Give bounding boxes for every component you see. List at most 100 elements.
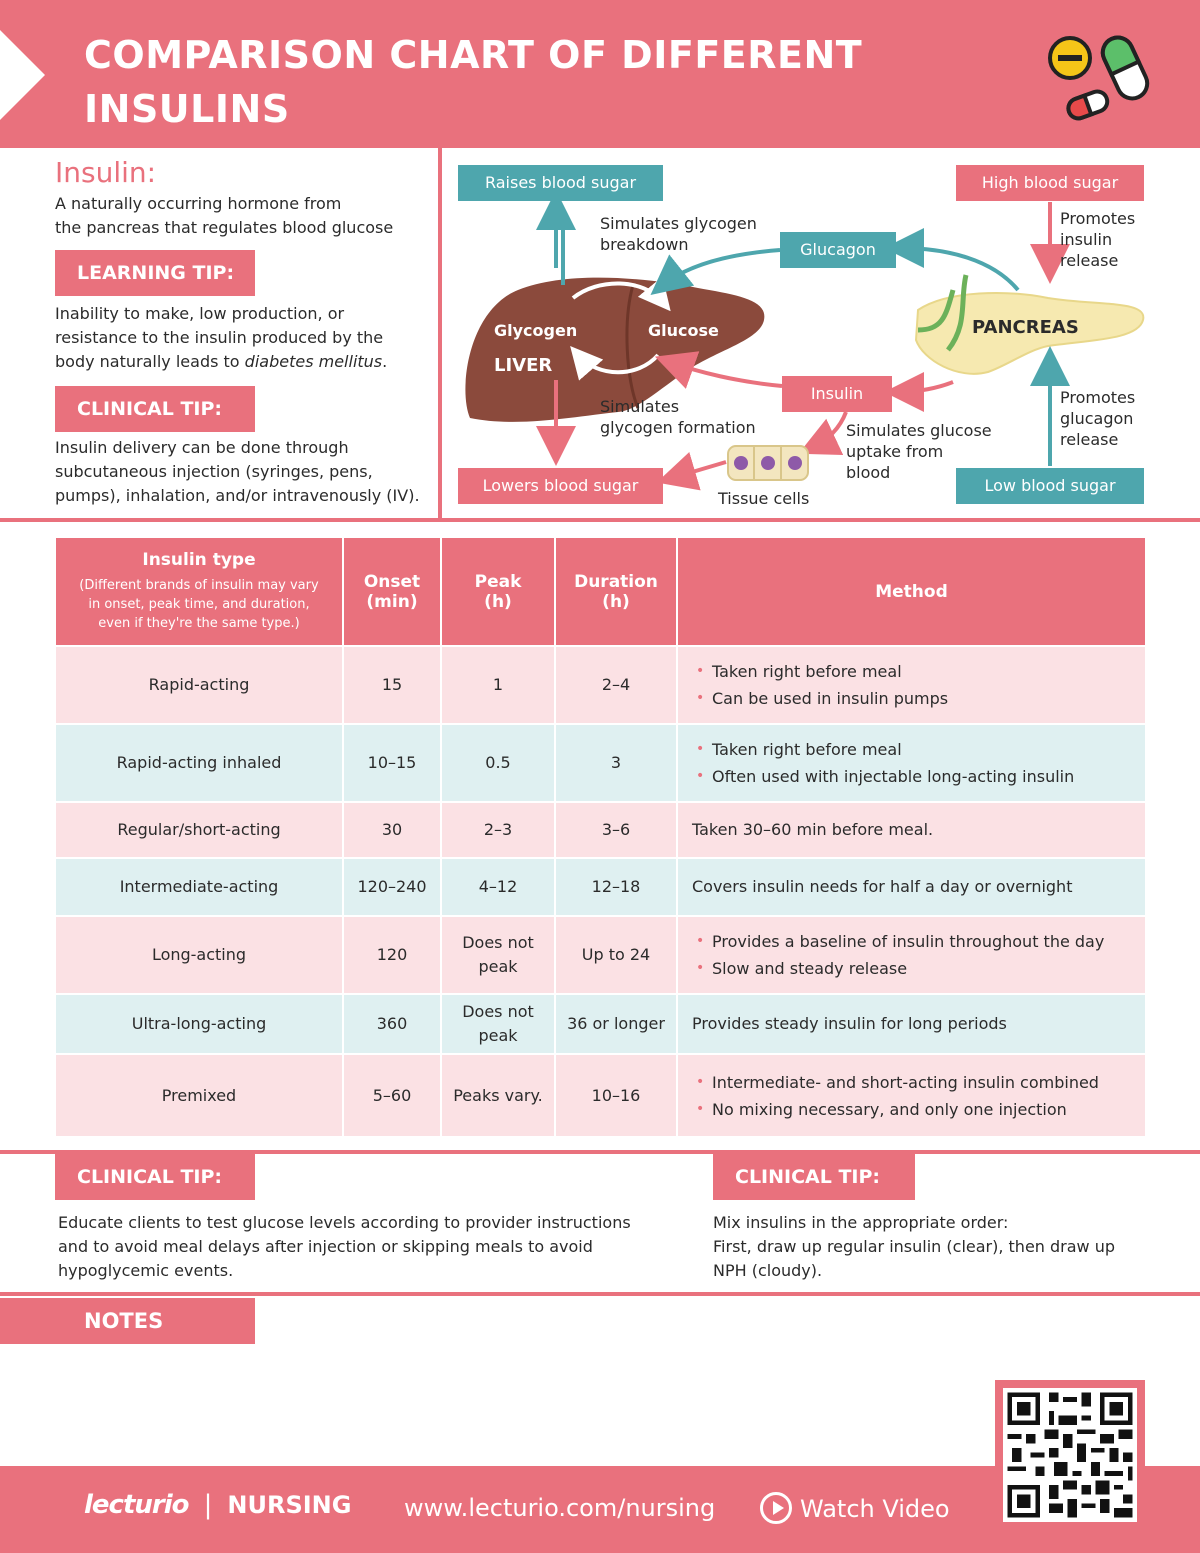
arrow-icon [0,30,45,120]
simulates-formation-label: Simulates glycogen formation [600,396,756,438]
glucose-label: Glucose [648,321,719,340]
method-bullet: Intermediate- and short-acting insulin c… [692,1069,1139,1096]
label-line: Simulates [600,397,680,416]
header-peak: Peak(h) [441,538,556,646]
note-line: even if they're the same type.) [98,616,300,631]
cell-type: Regular/short-acting [56,801,344,858]
header-label: Onset [363,571,421,592]
method-bullet: Often used with injectable long-acting i… [692,763,1139,790]
header-label: Duration [574,571,658,592]
header-unit: (h) [602,591,630,612]
cell-duration: 36 or longer [555,993,678,1054]
cell-method: Provides steady insulin for long periods [677,993,1145,1054]
label-line: Simulates glycogen [600,214,757,233]
section-divider [0,1150,1200,1154]
learning-tip-text: Inability to make, low production, or re… [55,302,387,374]
nursing-label: NURSING [227,1491,352,1519]
table-row: Rapid-acting inhaled 10–15 0.5 3 Taken r… [56,723,1145,802]
column-divider [438,148,442,520]
cell-onset: 5–60 [343,1053,442,1136]
label-line: breakdown [600,235,689,254]
header-onset: Onset(min) [343,538,442,646]
cell-method: Covers insulin needs for half a day or o… [677,857,1145,916]
label-line: Promotes [1060,209,1136,228]
clinical-tip-line: NPH (cloudy). [713,1261,823,1280]
cell-onset: 360 [343,993,442,1054]
tissue-cells-label: Tissue cells [718,489,810,508]
cell-method: Taken 30–60 min before meal. [677,801,1145,858]
note-line: (Different brands of insulin may vary [79,578,319,593]
clinical-tip-label-left: CLINICAL TIP: [55,1154,255,1200]
method-bullet: Provides a baseline of insulin throughou… [692,928,1139,955]
cell-onset: 10–15 [343,723,442,802]
label-line: glucagon [1060,409,1134,428]
label-line: glycogen formation [600,418,756,437]
header-label: Insulin type [142,550,256,570]
qr-code-icon [1003,1388,1137,1522]
cell-peak: 1 [441,645,556,724]
watch-video-label: Watch Video [800,1495,950,1523]
cell-peak: 4–12 [441,857,556,916]
website-link[interactable]: www.lecturio.com/nursing [404,1494,716,1522]
learning-tip-line: Inability to make, low production, or [55,304,345,323]
cell-method: Taken right before mealCan be used in in… [677,645,1145,724]
definition-line: the pancreas that regulates blood glucos… [55,218,394,237]
clinical-tip-line: Mix insulins in the appropriate order: [713,1213,1009,1232]
table-header-row: Insulin type (Different brands of insuli… [56,538,1145,646]
note-line: in onset, peak time, and duration, [88,597,310,612]
header-unit: (min) [366,591,418,612]
clinical-tip-line: First, draw up regular insulin (clear), … [713,1237,1116,1256]
clinical-tip-line: hypoglycemic events. [58,1261,234,1280]
peak-line: peak [478,957,518,976]
table-row: Regular/short-acting 30 2–3 3–6 Taken 30… [56,801,1145,858]
simulates-uptake-label: Simulates glucose uptake from blood [846,420,992,483]
play-icon [760,1492,792,1524]
cell-duration: 2–4 [555,645,678,724]
glucagon-box: Glucagon [780,232,896,268]
clinical-tip-line: Educate clients to test glucose levels a… [58,1213,631,1232]
cell-peak: Does not peak [441,915,556,994]
title-line-2: INSULINS [84,87,290,131]
cell-peak: 2–3 [441,801,556,858]
lowers-blood-sugar-box: Lowers blood sugar [458,468,663,504]
peak-line: Does not [462,933,534,952]
watch-video-link[interactable]: Watch Video [760,1492,950,1526]
learning-tip-label: LEARNING TIP: [55,250,255,296]
insulin-heading: Insulin: [55,156,157,189]
cell-peak: 0.5 [441,723,556,802]
method-bullet: Can be used in insulin pumps [692,685,1139,712]
clinical-tip-text: Insulin delivery can be done through sub… [55,436,420,508]
promotes-glucagon-label: Promotes glucagon release [1060,387,1135,450]
qr-code[interactable] [995,1380,1145,1530]
cell-peak: Peaks vary. [441,1053,556,1136]
cell-onset: 30 [343,801,442,858]
header-note: (Different brands of insulin may vary in… [62,576,336,633]
section-divider [0,518,1200,522]
section-divider [0,1292,1200,1296]
pancreas-icon [914,292,1145,375]
cell-method: Taken right before mealOften used with i… [677,723,1145,802]
header-label: Peak [474,571,522,592]
cell-type: Premixed [56,1053,344,1136]
learning-tip-line: body naturally leads to diabetes mellitu… [55,350,387,374]
notes-label: NOTES [0,1298,255,1344]
text-span: body naturally leads to [55,352,245,371]
brand-logo[interactable]: lecturio | NURSING [84,1490,351,1520]
header-method: Method [677,538,1145,646]
cell-type: Ultra-long-acting [56,993,344,1054]
peak-line: Does not [462,1002,534,1021]
brand-separator: | [203,1490,213,1520]
clinical-tip-line: and to avoid meal delays after injection… [58,1237,593,1256]
low-blood-sugar-box: Low blood sugar [956,468,1144,504]
clinical-tip-label: CLINICAL TIP: [55,386,255,432]
clinical-tip-text-right: Mix insulins in the appropriate order: F… [713,1211,1115,1283]
cell-duration: 3 [555,723,678,802]
diagram-artwork [465,190,1145,491]
header-insulin-type: Insulin type (Different brands of insuli… [56,538,344,646]
cell-onset: 120 [343,915,442,994]
table-row: Premixed 5–60 Peaks vary. 10–16 Intermed… [56,1053,1145,1136]
clinical-tip-label-right: CLINICAL TIP: [713,1154,915,1200]
clinical-tip-line: pumps), inhalation, and/or intravenously… [55,486,420,505]
